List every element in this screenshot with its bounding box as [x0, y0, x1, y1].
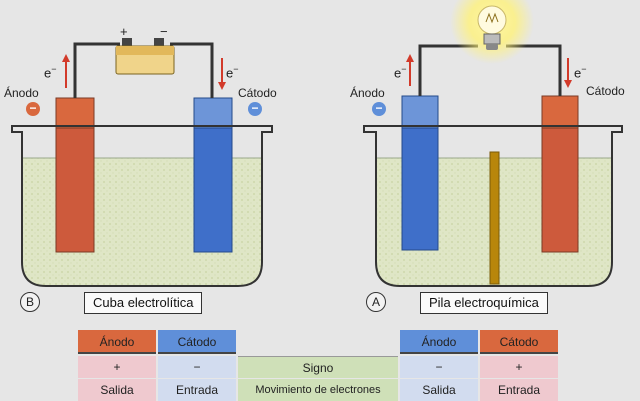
legend-left-anode-flow: Salida — [78, 379, 156, 401]
left-cathode-top — [193, 97, 233, 129]
right-anode-sign: − — [372, 102, 386, 116]
legend-left-cathode-header: Cátodo — [158, 330, 236, 354]
left-cathode-arrow — [218, 58, 226, 90]
right-container — [363, 125, 623, 287]
right-anode-electron-label: e− — [394, 64, 407, 81]
legend-left-cathode-flow: Entrada — [158, 379, 236, 401]
legend-sign-label: Signo — [238, 356, 398, 378]
left-anode-arrow — [62, 54, 70, 88]
legend-left-anode-header: Ánodo — [78, 330, 156, 354]
right-cathode-label: Cátodo — [586, 84, 625, 98]
right-cathode-top — [541, 95, 579, 129]
right-cathode-arrow — [564, 58, 572, 88]
legend-right-anode-header: Ánodo — [400, 330, 478, 354]
right-anode-top — [401, 95, 439, 129]
battery-plus-label: + — [120, 24, 128, 39]
legend-right-cathode-sign: + — [480, 356, 558, 378]
left-cathode-electron-label: e− — [226, 64, 239, 81]
left-container — [11, 125, 273, 287]
porous-separator — [489, 151, 500, 285]
right-cell-caption: Pila electroquímica — [420, 292, 548, 314]
right-cathode-electron-label: e− — [574, 64, 587, 81]
right-cell-letter: A — [366, 292, 386, 312]
left-anode-sign: − — [26, 102, 40, 116]
legend-left-anode-sign: + — [78, 356, 156, 378]
legend-right-anode-sign: − — [400, 356, 478, 378]
battery-minus-label: − — [160, 24, 168, 39]
left-cell-caption: Cuba electrolítica — [84, 292, 203, 314]
right-anode-label: Ánodo — [350, 86, 385, 100]
legend-left-cathode-sign: − — [158, 356, 236, 378]
battery — [115, 38, 175, 75]
left-anode-electrode — [55, 127, 95, 253]
left-anode-top — [55, 97, 95, 129]
electrolytic-cell — [11, 38, 273, 287]
left-anode-label: Ánodo — [4, 86, 39, 100]
right-anode-arrow — [406, 54, 414, 86]
legend-flow-label: Movimiento de electrones — [238, 379, 398, 401]
right-cathode-electrode — [541, 127, 579, 253]
light-bulb-icon — [450, 0, 534, 64]
galvanic-cell — [363, 0, 623, 287]
legend-right-cathode-flow: Entrada — [480, 379, 558, 401]
legend-right-cathode-header: Cátodo — [480, 330, 558, 354]
left-anode-electron-label: e− — [44, 64, 57, 81]
left-cathode-label: Cátodo — [238, 86, 277, 100]
left-cathode-sign: − — [248, 102, 262, 116]
left-wire — [73, 42, 214, 98]
electrochemistry-diagram — [11, 0, 623, 287]
left-cell-letter: B — [20, 292, 40, 312]
legend-right-anode-flow: Salida — [400, 379, 478, 401]
right-anode-electrode — [401, 127, 439, 251]
left-cathode-electrode — [193, 127, 233, 253]
